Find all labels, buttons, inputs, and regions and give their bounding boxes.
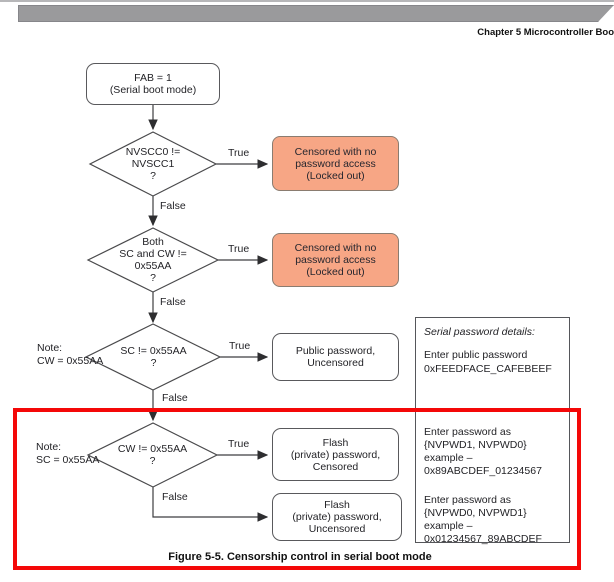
page-top-rule <box>0 0 614 2</box>
locked-out-box-2: Censored with no password access (Locked… <box>272 233 399 287</box>
public-password-text: Enter public password 0xFEEDFACE_CAFEBEE… <box>424 349 552 375</box>
start-node: FAB = 1 (Serial boot mode) <box>86 63 220 105</box>
diamond-sc-cw <box>86 227 220 293</box>
private-password-text-1: Enter password as {NVPWD1, NVPWD0} examp… <box>424 426 542 477</box>
diamond-sc <box>84 323 222 391</box>
figure-caption: Figure 5-5. Censorship control in serial… <box>168 551 432 563</box>
diamond-nvscc-label: NVSCC0 != NVSCC1 ? <box>125 146 181 182</box>
password-details-title: Serial password details: <box>424 326 535 338</box>
false-label-1: False <box>160 200 186 212</box>
diamond-nvscc <box>88 131 218 197</box>
note-sc: Note: SC = 0x55AA <box>36 441 100 466</box>
diamond-sc-label: SC != 0x55AA ? <box>120 345 187 369</box>
note-cw: Note: CW = 0x55AA <box>37 342 104 367</box>
true-label-2: True <box>228 243 250 255</box>
true-label-4: True <box>228 438 250 450</box>
chapter-heading: Chapter 5 Microcontroller Boo <box>477 27 614 38</box>
flash-uncensored-box: Flash (private) password, Uncensored <box>272 493 402 541</box>
true-label-3: True <box>229 340 251 352</box>
locked-out-box-1: Censored with no password access (Locked… <box>272 136 399 191</box>
private-password-text-2: Enter password as {NVPWD0, NVPWD1} examp… <box>424 494 542 545</box>
false-label-4: False <box>162 491 188 503</box>
connector-d4-false <box>152 487 269 522</box>
false-label-3: False <box>162 392 188 404</box>
password-details-panel: Serial password details: Enter public pa… <box>415 317 570 545</box>
false-label-2: False <box>160 296 186 308</box>
flash-censored-box: Flash (private) password, Censored <box>272 428 399 481</box>
diamond-sc-cw-label: Both SC and CW != 0x55AA ? <box>119 236 187 284</box>
diamond-cw-label: CW != 0x55AA ? <box>117 443 188 467</box>
diamond-cw <box>86 422 219 488</box>
true-label-1: True <box>228 147 250 159</box>
chapter-header-bar <box>18 5 614 22</box>
public-password-box: Public password, Uncensored <box>272 333 399 381</box>
